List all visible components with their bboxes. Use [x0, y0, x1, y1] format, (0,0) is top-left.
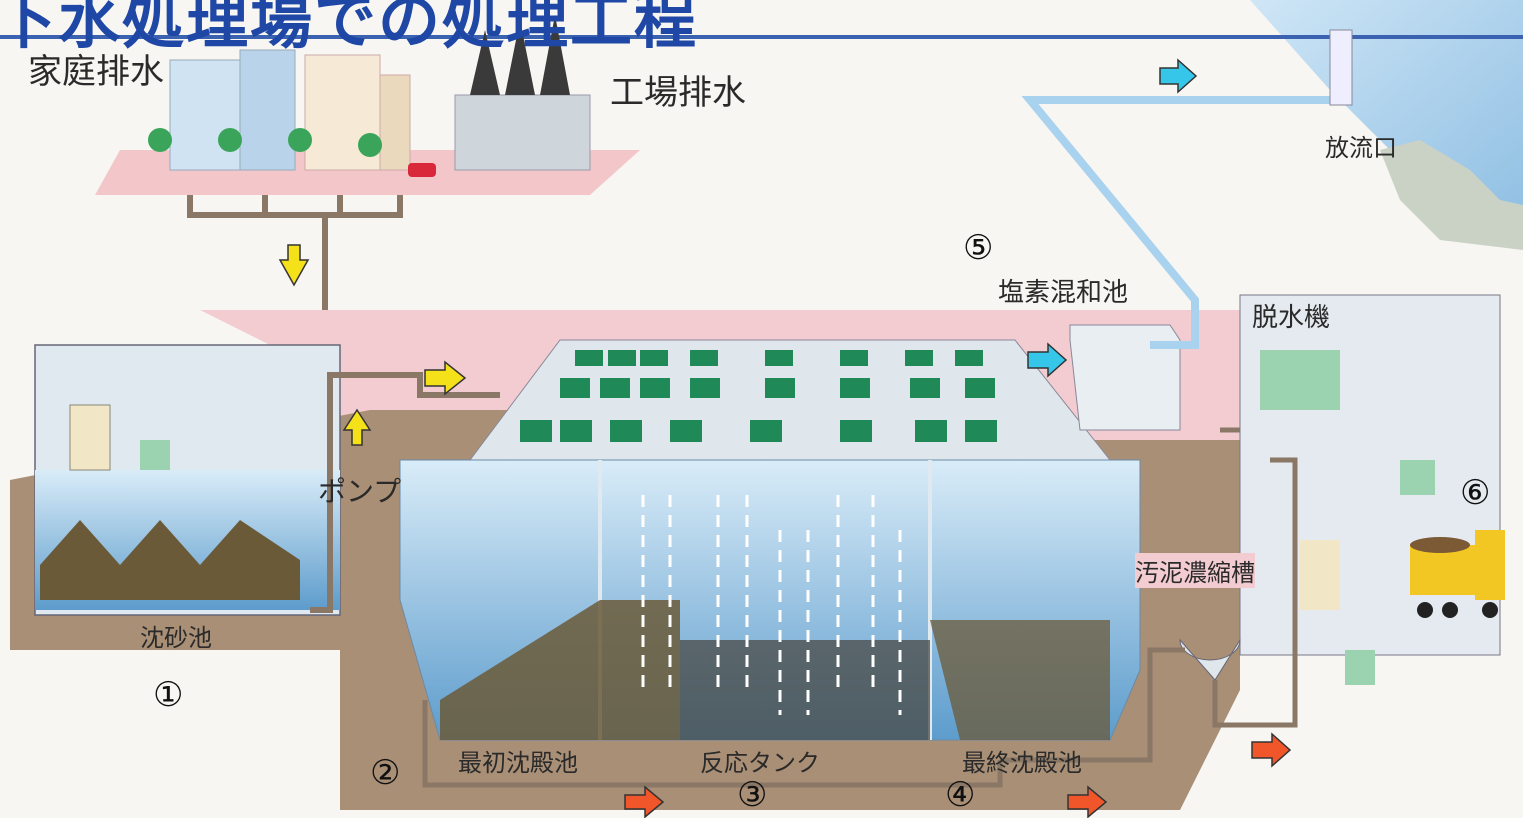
final-sedimentation-label: 最終沈殿池: [962, 749, 1082, 777]
truck: [1410, 530, 1505, 618]
chlorine-mixing-label: 塩素混和池: [998, 278, 1129, 308]
factory-wastewater-label: 工場排水: [610, 73, 746, 113]
pump-label: ポンプ: [318, 475, 402, 508]
roof-panels: [520, 350, 997, 442]
page-title: 下水処理場での処理工程: [0, 0, 699, 57]
trees: [148, 128, 382, 157]
arrow-yellow-down: [278, 244, 310, 287]
reaction-tank-label: 反応タンク: [700, 749, 820, 777]
dewatering-machine-label: 脱水機: [1252, 297, 1331, 334]
flow-arrows: [278, 58, 1292, 818]
arrow-yellow-right: [424, 360, 467, 396]
household-wastewater-label: 家庭排水: [28, 52, 164, 92]
outfall-label: 放流口: [1325, 134, 1397, 162]
arrow-orange-2: [1067, 785, 1108, 818]
grit-chamber-building: [34, 344, 341, 616]
step-number-6: ⑥: [1460, 473, 1491, 513]
aeration-lines: [641, 495, 902, 715]
grit-chamber-label: 沈砂池: [140, 624, 212, 652]
final-sediment: [930, 620, 1110, 740]
step-number-5: ⑤: [963, 228, 994, 268]
pump-pipe: [310, 372, 500, 613]
arrow-cyan-top: [1159, 58, 1198, 94]
arrow-yellow-up: [342, 408, 372, 446]
step-number-3: ③: [737, 775, 768, 815]
step-number-2: ②: [370, 753, 401, 793]
arrow-orange-1: [624, 785, 665, 818]
step-number-1: ①: [153, 675, 184, 715]
step-number-4: ④: [945, 775, 976, 815]
shore-rocks: [1380, 140, 1523, 250]
outfall-tower: [1329, 29, 1353, 106]
sludge-pipes: [422, 427, 1298, 788]
arrow-cyan-right: [1027, 342, 1068, 378]
reaction-sediment: [680, 640, 930, 740]
primary-sedimentation-label: 最初沈殿池: [458, 749, 578, 777]
chlorine-building: [1069, 324, 1181, 431]
primary-sediment: [440, 600, 680, 740]
car: [408, 163, 436, 177]
factory: [454, 15, 591, 171]
arrow-orange-3: [1251, 732, 1292, 768]
sludge-thickener-label: 汚泥濃縮槽: [1135, 553, 1255, 588]
dewatering-building: [1239, 294, 1501, 685]
